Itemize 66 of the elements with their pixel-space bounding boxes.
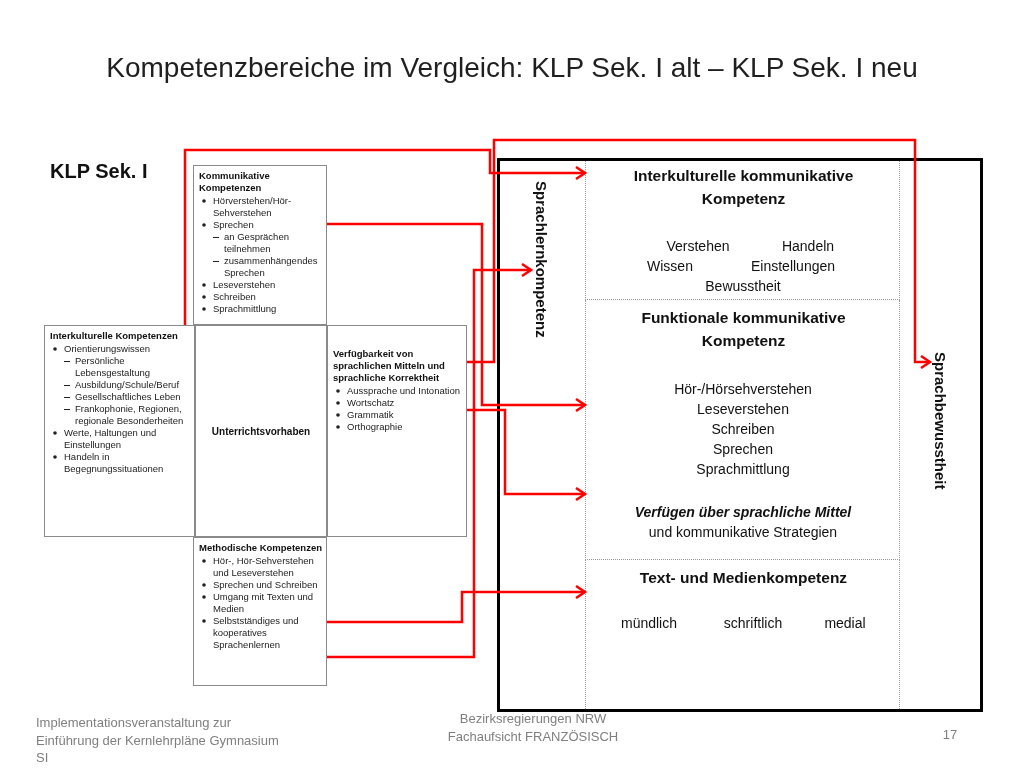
connector-arrow xyxy=(327,262,533,659)
competence-item: Handeln xyxy=(781,237,835,256)
list-item: Handeln in Begegnungssituationen xyxy=(64,451,165,475)
list-item: Ausbildung/Schule/Beruf xyxy=(75,379,180,391)
competence-item: Leseverstehen xyxy=(697,400,789,419)
competence-cell xyxy=(44,325,195,537)
section-heading: KLP Sek. I xyxy=(50,159,149,184)
list-item: Grammatik xyxy=(347,409,394,421)
competence-item: Bewusstheit xyxy=(705,277,781,296)
section-heading: Text- und Medienkompetenz xyxy=(638,568,849,588)
competence-item: Hör-/Hörsehverstehen xyxy=(674,380,812,399)
competence-item: Sprachmittlung xyxy=(696,460,790,479)
competence-section xyxy=(585,560,900,709)
list-item: Umgang mit Texten und Medien xyxy=(213,591,315,615)
list-item: Gesellschaftliches Leben xyxy=(75,391,181,403)
list-item: Hörverstehen/Hör-Sehverstehen xyxy=(213,195,293,219)
list-item: Sprechen xyxy=(213,219,254,231)
connector-arrow xyxy=(183,148,587,325)
competence-item: Schreiben xyxy=(711,420,775,439)
list-item: Persönliche Lebensgestaltung xyxy=(75,355,151,379)
competence-item: Einstellungen xyxy=(750,257,836,276)
cell-heading: Interkulturelle Kompetenzen xyxy=(50,330,179,342)
cell-heading: Methodische Kompetenzen xyxy=(199,542,322,554)
list-item: Schreiben xyxy=(213,291,256,303)
competence-item: Sprechen xyxy=(713,440,773,459)
list-item: Selbstständiges und kooperatives Sprachenlernen xyxy=(213,615,300,651)
competence-item: schriftlich xyxy=(723,614,783,633)
footer-text: Implementationsveranstaltung zur Einführung der Kernlehrpläne Gymnasium SI xyxy=(36,714,280,767)
list-item: Hör-, Hör-Sehverstehen und Leseverstehen xyxy=(213,555,315,579)
competence-item: und kommunikative Strategien xyxy=(648,523,838,542)
list-item: Aussprache und Intonation xyxy=(347,385,461,397)
list-item: Orthographie xyxy=(347,421,403,433)
competence-item: mündlich xyxy=(621,614,677,633)
section-heading: Interkulturelle kommunikative Kompetenz xyxy=(632,166,855,209)
section-heading: Funktionale kommunikative Kompetenz xyxy=(640,308,847,351)
footer-text: Bezirksregierungen NRW Fachaufsicht FRANZÖSISCH xyxy=(446,710,620,746)
competence-item: Verstehen xyxy=(666,237,730,256)
list-item: Leseverstehen xyxy=(213,279,276,291)
list-item: Werte, Haltungen und Einstellungen xyxy=(64,427,158,451)
list-item: Sprechen und Schreiben xyxy=(213,579,318,591)
cell-text: Unterrichtsvorhaben xyxy=(211,425,311,437)
connector-arrow xyxy=(327,222,587,413)
list-item: Frankophonie, Regionen, regionale Besonderheiten xyxy=(75,403,185,427)
list-item: zusammenhängendes Sprechen xyxy=(224,255,319,279)
competence-item: Verfügen über sprachliche Mittel xyxy=(634,503,852,522)
list-item: Orientierungswissen xyxy=(64,343,151,355)
competence-item: Wissen xyxy=(647,257,693,276)
connector-arrow xyxy=(467,408,587,502)
connector-arrow xyxy=(327,584,587,624)
column-heading: Sprachlernkompetenz xyxy=(531,181,551,355)
connector-arrow xyxy=(467,138,932,370)
list-item: Wortschatz xyxy=(347,397,395,409)
list-item: Sprachmittlung xyxy=(213,303,277,315)
competence-section xyxy=(585,161,900,300)
competence-cell xyxy=(193,537,327,686)
comparison-frame xyxy=(497,158,983,712)
cell-heading: Kommunikative Kompetenzen xyxy=(199,170,271,194)
slide-title: Kompetenzbereiche im Vergleich: KLP Sek. I alt – KLP Sek. I neu xyxy=(105,52,919,84)
cell-heading: Verfügbarkeit von sprachlichen Mitteln und sprachliche Korrektheit xyxy=(333,348,446,384)
competence-cell xyxy=(193,165,327,325)
competence-section xyxy=(585,300,900,560)
competence-cell xyxy=(195,325,327,537)
page-number: 17 xyxy=(941,726,959,744)
column-heading: Sprachbewusstheit xyxy=(930,352,950,517)
competence-cell xyxy=(327,325,467,537)
competence-item: medial xyxy=(824,614,866,633)
